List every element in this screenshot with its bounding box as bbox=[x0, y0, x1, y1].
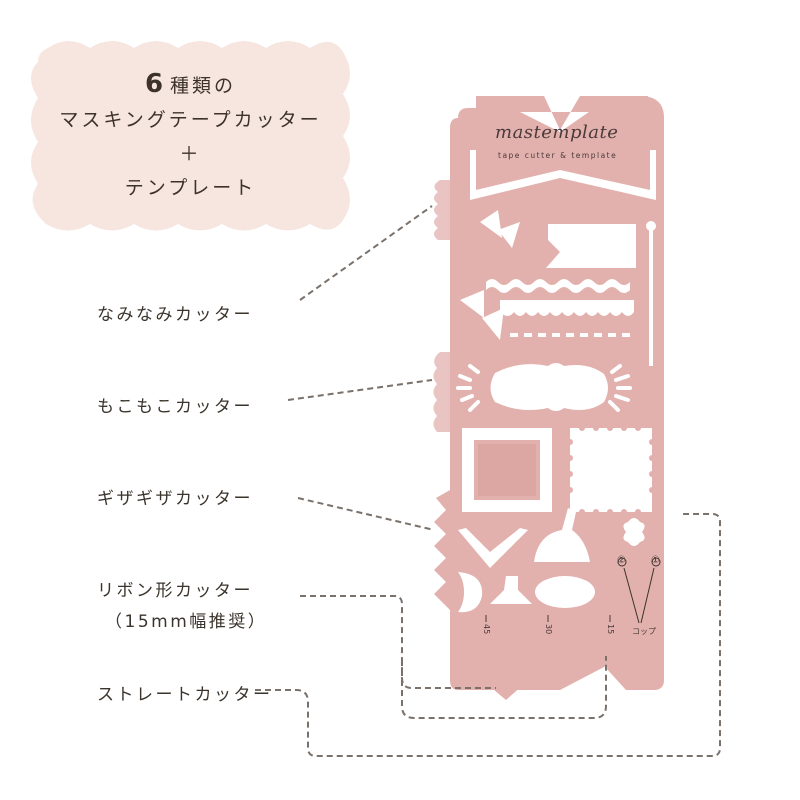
crescent bbox=[458, 572, 483, 613]
scale-mark-15: 15 bbox=[606, 624, 615, 635]
scale-ticks bbox=[485, 615, 611, 622]
leader-lines bbox=[255, 205, 721, 757]
cup-marker-2: ② bbox=[617, 555, 626, 566]
callout-fluffy-cutter: もこもこカッター bbox=[97, 397, 253, 417]
scale-mark-30: 30 bbox=[544, 624, 553, 635]
leader-ribbon-a bbox=[300, 595, 496, 689]
oval-cutout bbox=[535, 576, 595, 608]
leader-ribbon-b bbox=[401, 656, 607, 719]
headline-line-4: テンプレート bbox=[124, 176, 257, 199]
template-cutouts bbox=[456, 150, 656, 613]
brand-logo: mastemplate bbox=[495, 122, 619, 143]
headline-plus: ＋ bbox=[179, 142, 202, 165]
fluffy-cutter-edge bbox=[433, 352, 450, 432]
wavy-cutter-edge bbox=[434, 180, 450, 240]
callout-straight-cutter: ストレートカッター bbox=[97, 685, 273, 705]
callout-wavy-cutter: なみなみカッター bbox=[97, 305, 253, 325]
leader-straight bbox=[255, 513, 721, 757]
straight-cutter-tip bbox=[470, 670, 540, 700]
bunting-flag-2 bbox=[498, 222, 520, 248]
beveled-frame bbox=[462, 428, 552, 512]
pole-slot bbox=[649, 226, 653, 366]
dome-shape bbox=[534, 508, 590, 562]
bunting-flag-4 bbox=[482, 308, 504, 340]
sunburst-rays bbox=[456, 364, 632, 412]
brand-tagline: tape cutter & template bbox=[498, 151, 618, 160]
scalloped-cloud-shape bbox=[31, 41, 350, 231]
stamp-perforations bbox=[567, 425, 655, 515]
headline-line-1-text: 種類の bbox=[170, 74, 237, 97]
bow-opening bbox=[470, 150, 656, 200]
pennant-shape bbox=[546, 224, 636, 268]
headline-number: 6 bbox=[144, 68, 167, 99]
stamp-frame bbox=[570, 428, 652, 512]
bottom-right-notch bbox=[606, 668, 654, 690]
dashed-slot bbox=[510, 333, 630, 337]
side-cutter-edges bbox=[433, 180, 450, 610]
zigzag-cutter-edge bbox=[434, 490, 450, 610]
leader-wavy bbox=[299, 205, 433, 301]
leader-zigzag bbox=[297, 497, 435, 531]
leader-fluffy bbox=[287, 379, 433, 401]
bow-top bbox=[476, 96, 648, 130]
pole-knob bbox=[646, 221, 656, 231]
cup-guide-lines bbox=[617, 557, 661, 624]
quatrefoil bbox=[623, 518, 645, 546]
scale-mark-45: 45 bbox=[482, 624, 491, 635]
v-chevron bbox=[458, 528, 528, 568]
label-frame bbox=[490, 363, 608, 411]
bunting-flag-3 bbox=[460, 290, 484, 318]
frame-inner bbox=[478, 444, 536, 496]
callout-zigzag-cutter: ギザギザカッター bbox=[97, 489, 253, 509]
headline-line-2: マスキングテープカッター bbox=[59, 108, 322, 131]
cup-label: コップ bbox=[632, 627, 656, 636]
wavy-slot bbox=[486, 279, 630, 293]
scallop-slot bbox=[500, 300, 634, 316]
callout-ribbon-label: リボン形カッター bbox=[97, 581, 253, 601]
cup-marker-1: ① bbox=[651, 555, 660, 566]
bunting-flag-1 bbox=[480, 210, 502, 238]
callout-ribbon-sublabel: （15mm幅推奨） bbox=[105, 612, 268, 632]
callout-ribbon-cutter: リボン形カッター （15mm幅推奨） bbox=[97, 576, 267, 632]
cup-stand bbox=[490, 576, 532, 604]
